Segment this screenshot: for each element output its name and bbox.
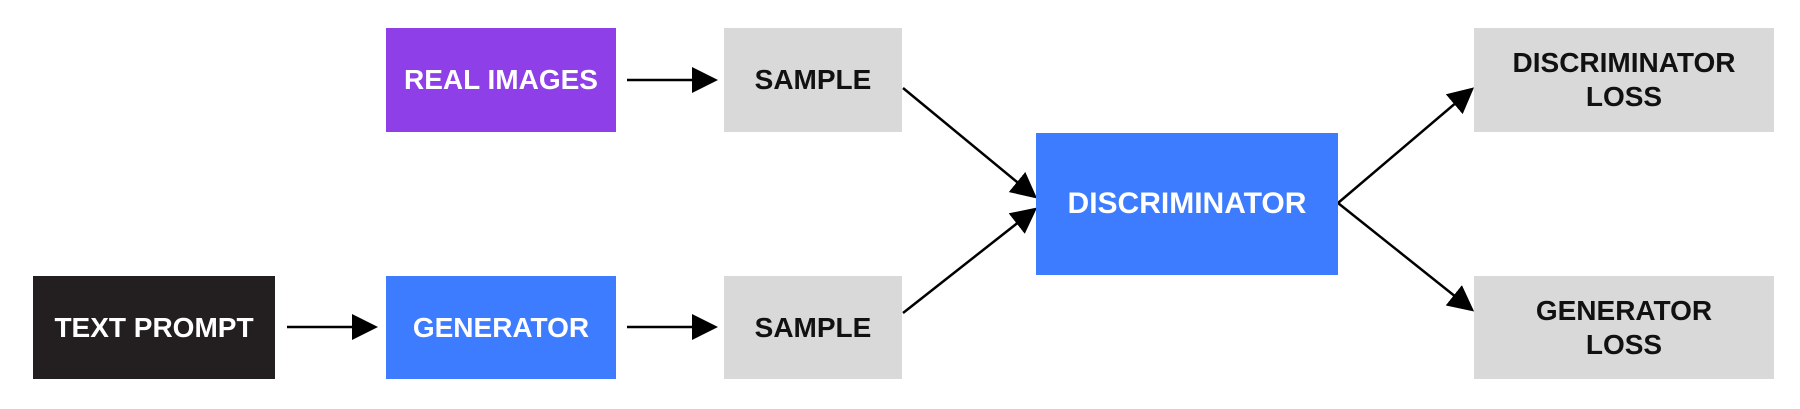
node-real-images-label: REAL IMAGES bbox=[404, 64, 598, 96]
node-text-prompt-label: TEXT PROMPT bbox=[54, 311, 254, 343]
node-text-prompt: TEXT PROMPT bbox=[33, 276, 275, 379]
edge-discriminator-to-generator-loss bbox=[1337, 202, 1475, 312]
node-real-images: REAL IMAGES bbox=[386, 28, 616, 132]
node-generator-loss: GENERATOR LOSS bbox=[1474, 276, 1774, 379]
node-discriminator: DISCRIMINATOR bbox=[1036, 133, 1338, 275]
node-sample-top: SAMPLE bbox=[724, 28, 902, 132]
node-sample-bottom: SAMPLE bbox=[724, 276, 902, 379]
node-generator-label: GENERATOR bbox=[412, 311, 590, 343]
node-generator-loss-label: GENERATOR LOSS bbox=[1535, 294, 1713, 360]
edge-discriminator-to-discriminator-loss bbox=[1337, 87, 1475, 204]
node-discriminator-loss-label: DISCRIMINATOR LOSS bbox=[1512, 47, 1736, 112]
edge-sample-top-to-discriminator bbox=[902, 87, 1038, 199]
edge-sample-bottom-to-discriminator bbox=[902, 207, 1038, 314]
node-discriminator-loss: DISCRIMINATOR LOSS bbox=[1474, 28, 1774, 132]
node-sample-bottom-label: SAMPLE bbox=[754, 311, 872, 343]
node-sample-top-label: SAMPLE bbox=[754, 64, 872, 96]
node-discriminator-label: DISCRIMINATOR bbox=[1067, 187, 1307, 220]
node-generator: GENERATOR bbox=[386, 276, 616, 379]
